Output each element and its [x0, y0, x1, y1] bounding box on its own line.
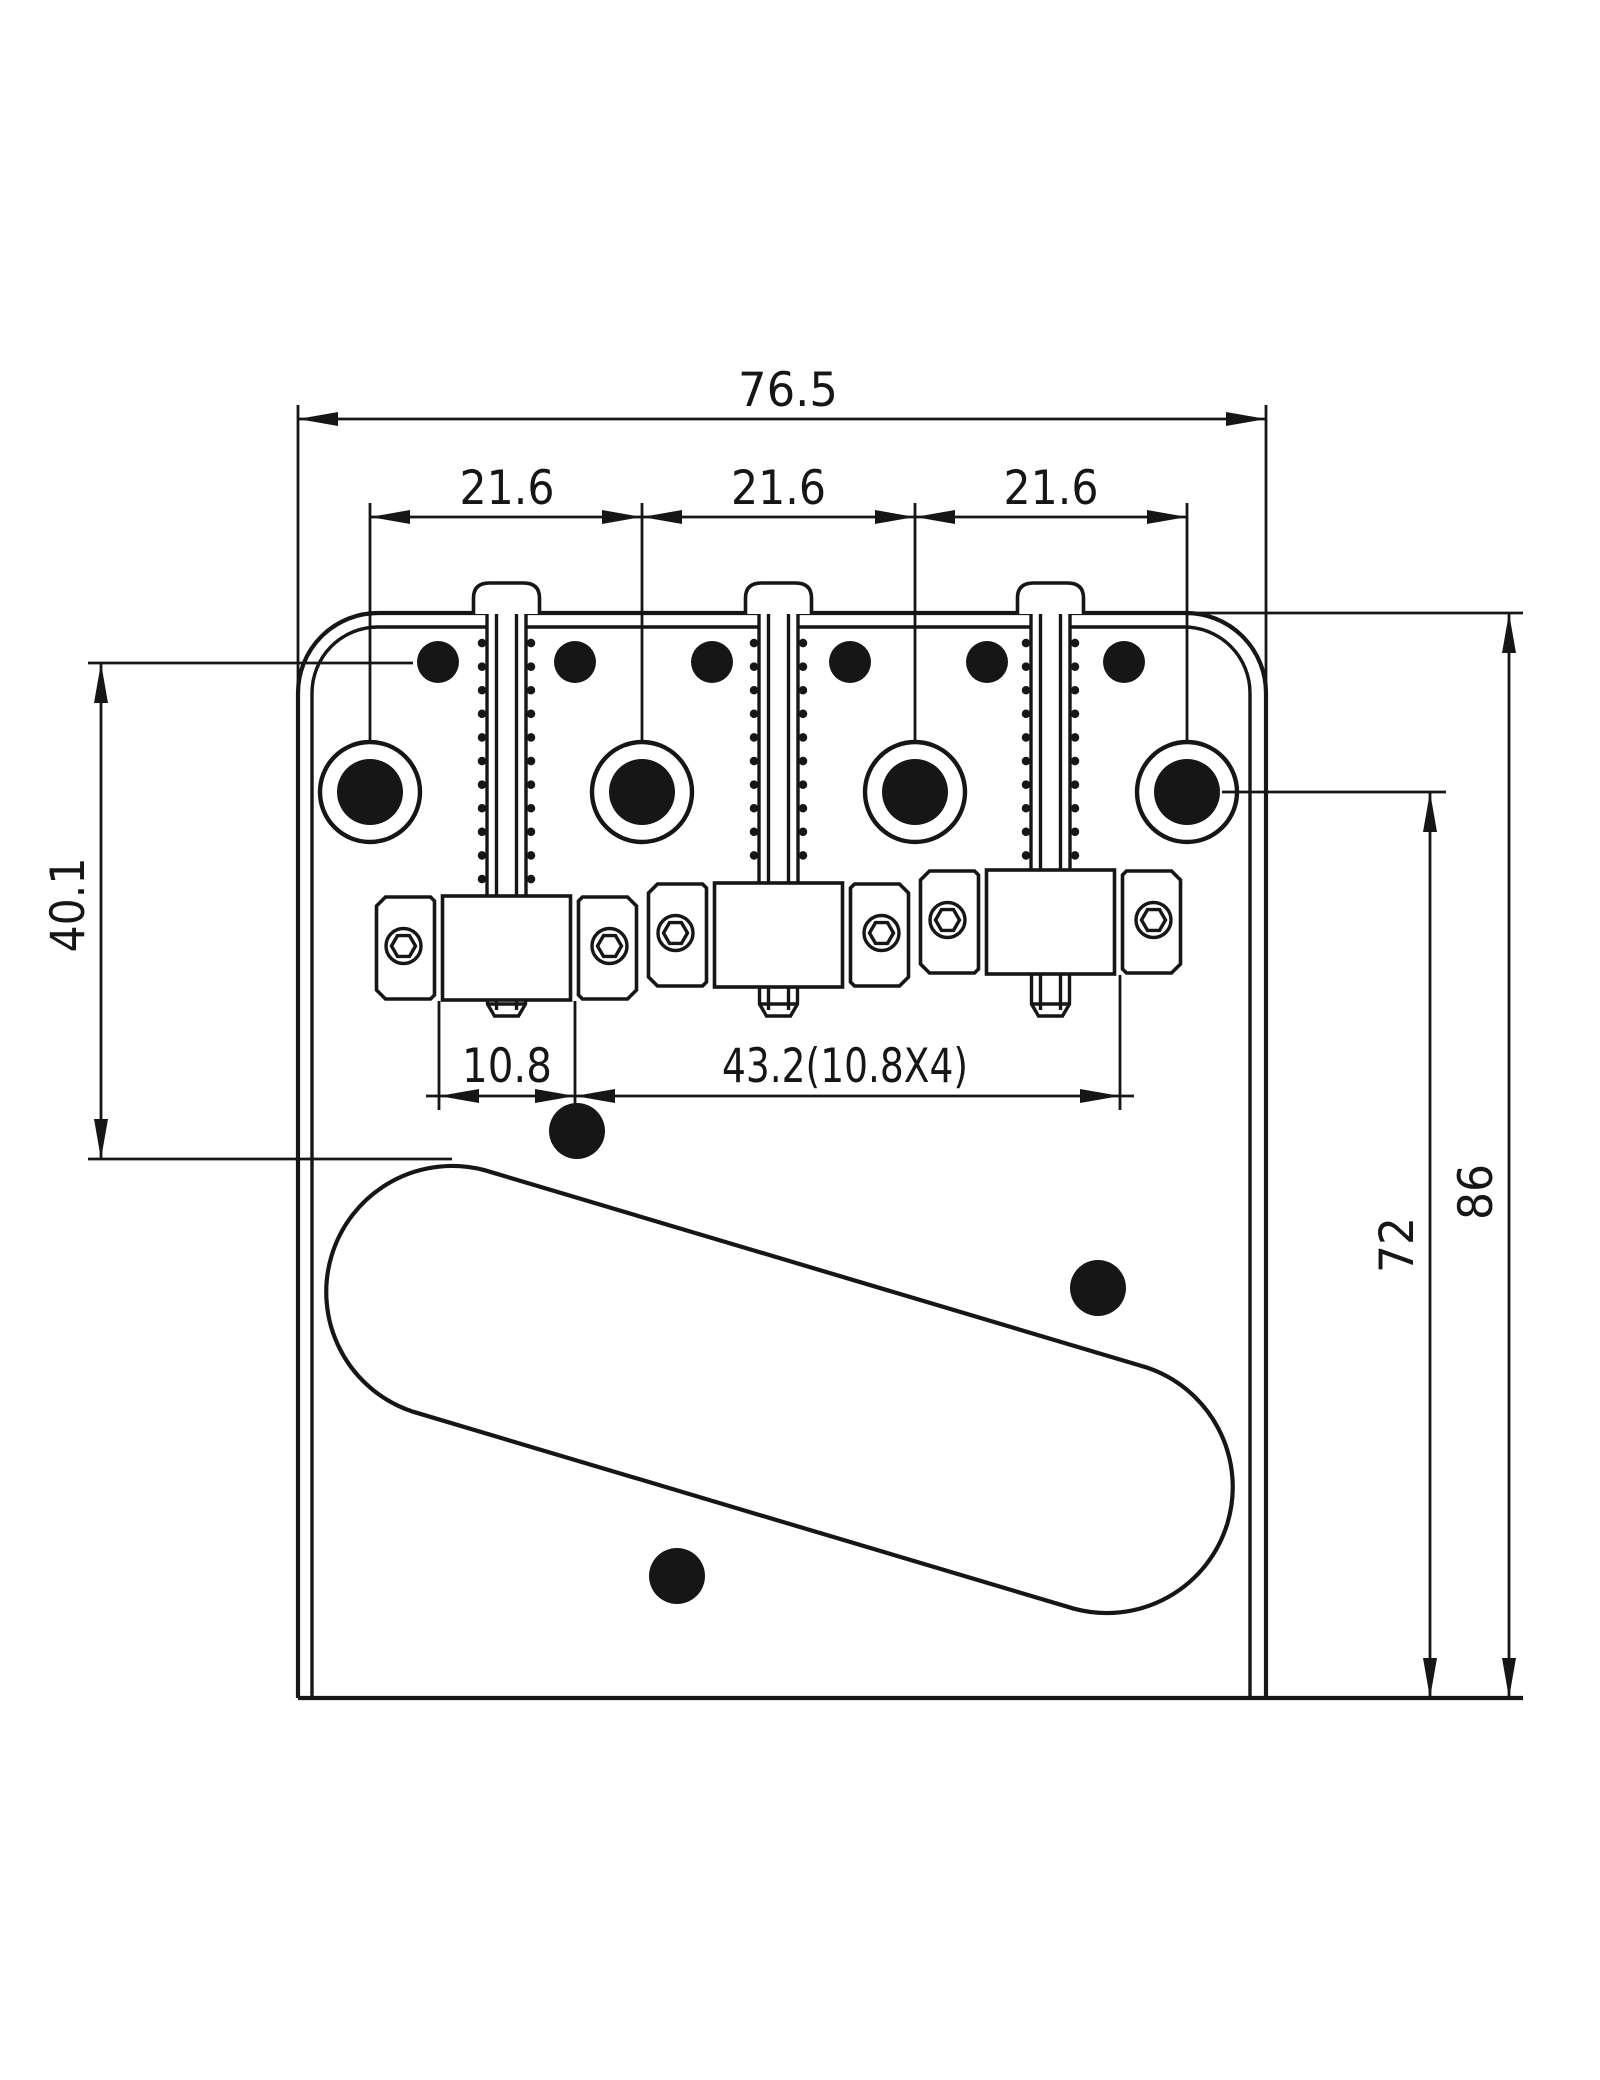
- screw-tab-2: [743, 581, 814, 614]
- arrowhead-up-icon: [94, 663, 108, 703]
- dim-string-pitch-and-span: 10.8 43.2(10.8X4): [426, 975, 1134, 1110]
- screw-tab-1: [471, 581, 542, 614]
- mounting-hole-bottom: [649, 1548, 705, 1604]
- saddle-block: [712, 881, 845, 989]
- string-hole-3: [691, 641, 733, 683]
- dim-front-holes-to-pickup-label: 40.1: [41, 858, 96, 953]
- pickup-opening: [324, 1163, 1235, 1616]
- saddle-ear-left: [374, 895, 437, 1001]
- arrowhead-icon: [575, 1089, 615, 1103]
- string-hole-2: [554, 641, 596, 683]
- ferrule-hole-3: [862, 739, 968, 845]
- intonation-screw-1: [477, 614, 536, 896]
- arrowhead-icon: [439, 1089, 479, 1103]
- height-screw-hex-left: [928, 900, 967, 940]
- string-hole-6: [1103, 641, 1145, 683]
- arrowhead-up-icon: [1502, 613, 1516, 653]
- screw-tip: [485, 1000, 528, 1018]
- dim-overall-width-label: 76.5: [738, 363, 838, 418]
- saddle-ear-right: [1120, 869, 1183, 975]
- bridge-saddle-3: [918, 868, 1183, 1018]
- ferrule-holes: [317, 739, 1240, 845]
- arrowhead-right-icon: [1226, 412, 1266, 426]
- arrowhead-icon: [642, 510, 682, 524]
- saddle-block: [984, 868, 1117, 976]
- saddle-ear-right: [576, 895, 639, 1001]
- dim-string-pitch-label: 10.8: [462, 1039, 552, 1094]
- dim-front-holes-to-pickup: 40.1: [41, 661, 452, 1161]
- dim-saddle-spacing: 21.6 21.6 21.6: [368, 461, 1189, 742]
- screw-tip: [757, 987, 800, 1018]
- dim-overall-width: 76.5: [296, 363, 1268, 690]
- arrowhead-icon: [370, 510, 410, 524]
- string-hole-4: [829, 641, 871, 683]
- height-screw-hex-right: [862, 913, 901, 953]
- saddle-ear-left: [918, 869, 981, 975]
- dim-saddle-spacing-3-label: 21.6: [1004, 461, 1099, 516]
- height-screw-hex-left: [656, 913, 695, 953]
- arrowhead-left-icon: [298, 412, 338, 426]
- dim-saddle-spacing-2-label: 21.6: [731, 461, 826, 516]
- saddle-screw-tabs: [471, 581, 1086, 614]
- saddle-block: [440, 894, 573, 1002]
- bridge-saddle-2: [646, 881, 911, 1018]
- arrowhead-icon: [602, 510, 642, 524]
- intonation-screw-2: [749, 614, 808, 883]
- mounting-hole-right: [1070, 1260, 1126, 1316]
- string-hole-1: [417, 641, 459, 683]
- arrowhead-icon: [915, 510, 955, 524]
- arrowhead-down-icon: [94, 1119, 108, 1159]
- mounting-hole-center: [549, 1103, 605, 1159]
- arrowhead-down-icon: [1423, 1658, 1437, 1698]
- height-screw-hex-right: [590, 926, 629, 966]
- dim-string-span-label: 43.2(10.8X4): [722, 1039, 968, 1094]
- dim-overall-height-label: 86: [1449, 1164, 1504, 1220]
- dim-overall-height: 86: [1449, 613, 1516, 1698]
- arrowhead-up-icon: [1423, 792, 1437, 832]
- arrowhead-icon: [1147, 510, 1187, 524]
- dim-saddle-spacing-1-label: 21.6: [460, 461, 555, 516]
- ferrule-hole-1: [317, 739, 423, 845]
- arrowhead-icon: [535, 1089, 575, 1103]
- bridge-saddle-1: [374, 894, 639, 1018]
- arrowhead-down-icon: [1502, 1658, 1516, 1698]
- string-holes: [417, 641, 1145, 683]
- ferrule-hole-2: [589, 739, 695, 845]
- arrowhead-icon: [1080, 1089, 1120, 1103]
- height-screw-hex-right: [1134, 900, 1173, 940]
- screw-tip: [1029, 974, 1072, 1018]
- intonation-screw-3: [1021, 614, 1080, 870]
- dim-ferrule-row-to-bottom: 72: [1222, 790, 1446, 1698]
- saddle-ear-right: [848, 882, 911, 988]
- saddle-ear-left: [646, 882, 709, 988]
- mounting-holes: [549, 1103, 1126, 1604]
- screw-tab-3: [1015, 581, 1086, 614]
- height-screw-hex-left: [384, 926, 423, 966]
- string-hole-5: [966, 641, 1008, 683]
- arrowhead-icon: [875, 510, 915, 524]
- dim-ferrule-row-to-bottom-label: 72: [1370, 1217, 1425, 1273]
